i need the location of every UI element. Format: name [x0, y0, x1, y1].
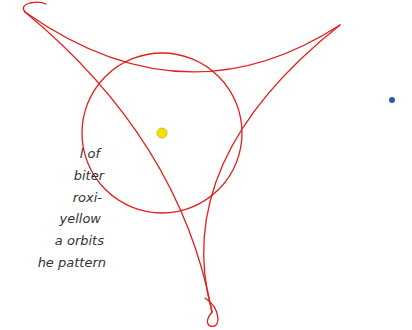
caption-fragment: roxi-: [73, 190, 102, 206]
orbit-circle: [82, 53, 242, 213]
caption-fragment: biter: [74, 168, 104, 184]
orbit-path: [205, 298, 218, 326]
caption-fragment: l of: [80, 146, 100, 162]
caption-fragment: yellow: [59, 211, 101, 227]
orbit-path: [25, 12, 340, 72]
caption-fragment: a orbits: [55, 233, 104, 249]
orbit-path: [23, 2, 46, 12]
planet-dot: [157, 128, 167, 138]
orbit-path: [25, 12, 212, 312]
caption-fragment: he pattern: [38, 255, 106, 271]
moon-dot: [389, 97, 395, 103]
orbit-path: [204, 25, 340, 312]
